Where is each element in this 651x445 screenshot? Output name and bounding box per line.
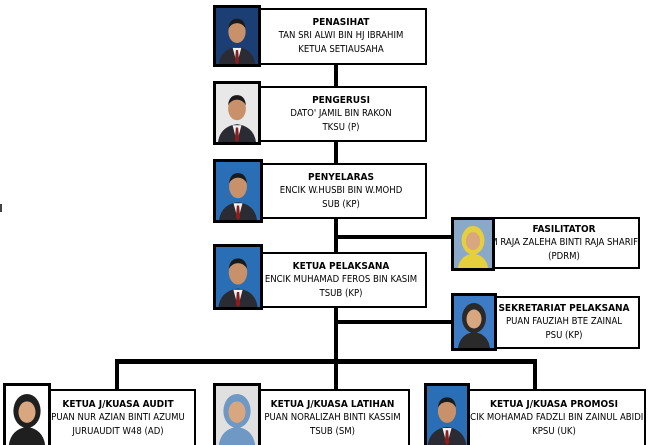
position-title: (PDRM) <box>548 250 580 262</box>
node-fasilitator: FASILITATOR YM RAJA ZALEHA BINTI RAJA SH… <box>488 217 640 269</box>
edge-mark <box>0 204 2 212</box>
person-name: ENCIK W.HUSBI BIN W.MOHD <box>279 184 403 196</box>
person-name: PUAN FAUZIAH BTE ZAINAL <box>505 316 623 327</box>
position-title: SUB (KP) <box>322 198 360 210</box>
node-ketua-jkuasa-audit: KETUA J/KUASA AUDIT PUAN NUR AZIAN BINTI… <box>40 389 196 445</box>
position-title: JURUAUDIT W48 (AD) <box>72 425 164 437</box>
portrait-icon <box>213 159 263 223</box>
portrait-icon <box>3 383 51 445</box>
role-label: FASILITATOR <box>532 223 596 235</box>
position-title: KETUA SETIAUSAHA <box>298 44 384 55</box>
role-label: SEKRETARIAT PELAKSANA <box>498 303 630 314</box>
position-title: TSUB (SM) <box>310 425 355 437</box>
node-penasihat: PENASIHAT TAN SRI ALWI BIN HJ IBRAHIM KE… <box>255 8 427 65</box>
role-label: PENYELARAS <box>308 171 374 183</box>
person-name: DATO' JAMIL BIN RAKON <box>290 107 392 119</box>
person-name: ENCIK MUHAMAD FEROS BIN KASIM <box>264 273 418 285</box>
node-sekretariat: SEKRETARIAT PELAKSANA PUAN FAUZIAH BTE Z… <box>488 296 640 349</box>
connector-committee-bus <box>115 359 537 364</box>
person-name: PUAN NUR AZIAN BINTI AZUMU <box>51 411 185 423</box>
node-ketua-jkuasa-latihan: KETUA J/KUASA LATIHAN PUAN NORALIZAH BIN… <box>255 389 410 445</box>
position-title: PSU (KP) <box>545 330 583 341</box>
connector-latihan <box>334 359 338 391</box>
position-title: TKSU (P) <box>322 121 360 133</box>
portrait-icon <box>213 81 261 145</box>
position-title: TSUB (KP) <box>319 287 363 299</box>
role-label: KETUA J/KUASA LATIHAN <box>270 398 395 410</box>
portrait-icon <box>451 293 497 351</box>
connector-promosi <box>533 359 537 391</box>
connector-sekretariat <box>334 320 451 324</box>
portrait-icon <box>213 5 261 67</box>
person-name: YM RAJA ZALEHA BINTI RAJA SHARIFF <box>488 236 640 248</box>
connector-fasilitator <box>334 235 451 239</box>
portrait-icon <box>213 244 263 310</box>
node-ketua-pelaksana: KETUA PELAKSANA ENCIK MUHAMAD FEROS BIN … <box>255 252 427 308</box>
node-pengerusi: PENGERUSI DATO' JAMIL BIN RAKON TKSU (P) <box>255 86 427 142</box>
role-label: KETUA J/KUASA AUDIT <box>62 398 174 410</box>
person-name: ENCIK MOHAMAD FADZLI BIN ZAINUL ABIDIN <box>462 411 646 423</box>
node-ketua-jkuasa-promosi: KETUA J/KUASA PROMOSI ENCIK MOHAMAD FADZ… <box>462 389 646 445</box>
portrait-icon <box>213 383 261 445</box>
portrait-icon <box>451 217 495 271</box>
role-label: KETUA J/KUASA PROMOSI <box>490 398 618 410</box>
person-name: PUAN NORALIZAH BINTI KASSIM <box>264 411 401 423</box>
role-label: PENGERUSI <box>312 94 370 106</box>
role-label: KETUA PELAKSANA <box>292 260 390 272</box>
node-penyelaras: PENYELARAS ENCIK W.HUSBI BIN W.MOHD SUB … <box>255 163 427 219</box>
connector-audit <box>115 359 119 391</box>
role-label: PENASIHAT <box>312 17 370 28</box>
position-title: KPSU (UK) <box>532 425 576 437</box>
person-name: TAN SRI ALWI BIN HJ IBRAHIM <box>278 30 404 41</box>
portrait-icon <box>424 383 470 445</box>
